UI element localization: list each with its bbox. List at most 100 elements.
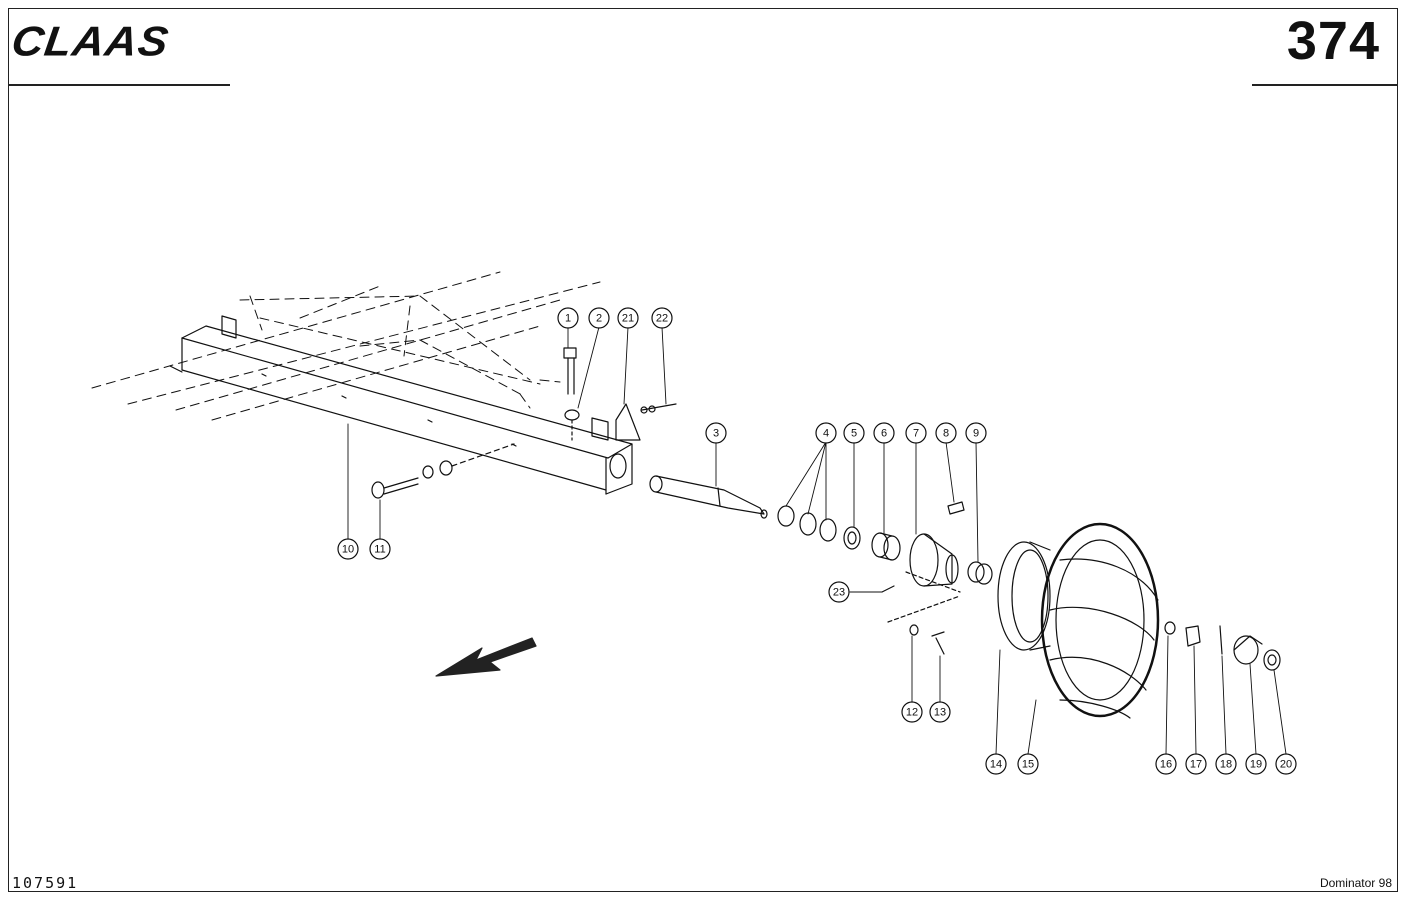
callout-19: 19 bbox=[1245, 753, 1267, 775]
callout-4: 4 bbox=[815, 422, 837, 444]
callout-label: 9 bbox=[973, 428, 979, 440]
callout-circle bbox=[929, 701, 951, 723]
callout-6: 6 bbox=[873, 422, 895, 444]
callout-label: 23 bbox=[833, 587, 845, 599]
grease-nipple-23 bbox=[881, 585, 895, 593]
callout-circle bbox=[337, 538, 359, 560]
split-pin-18 bbox=[1219, 625, 1223, 655]
callout-label: 10 bbox=[342, 544, 354, 556]
callout-8: 8 bbox=[935, 422, 957, 444]
callout-circle bbox=[557, 307, 579, 329]
callout-label: 2 bbox=[596, 313, 602, 325]
screw-22 bbox=[640, 403, 677, 414]
callout-9: 9 bbox=[965, 422, 987, 444]
callout-17: 17 bbox=[1185, 753, 1207, 775]
callout-circle bbox=[651, 307, 673, 329]
callout-21: 21 bbox=[617, 307, 639, 329]
nut-16 bbox=[1164, 621, 1176, 635]
callout-18: 18 bbox=[1215, 753, 1237, 775]
page-number: 374 bbox=[1286, 11, 1380, 71]
callout-label: 4 bbox=[823, 428, 829, 440]
model-name: Dominator 98 bbox=[1319, 876, 1392, 890]
leader-lines bbox=[347, 326, 1287, 755]
callout-circle bbox=[965, 422, 987, 444]
callout-label: 5 bbox=[851, 428, 857, 440]
callout-circle bbox=[705, 422, 727, 444]
callout-circle bbox=[985, 753, 1007, 775]
callout-label: 6 bbox=[881, 428, 887, 440]
wheel-hub-7 bbox=[905, 533, 961, 593]
key-8 bbox=[947, 501, 965, 515]
callout-7: 7 bbox=[905, 422, 927, 444]
callout-label: 18 bbox=[1220, 759, 1232, 771]
wheel-rim-14 bbox=[997, 541, 1051, 651]
callout-circle bbox=[369, 538, 391, 560]
callout-label: 14 bbox=[990, 759, 1002, 771]
callout-10: 10 bbox=[337, 538, 359, 560]
callout-22: 22 bbox=[651, 307, 673, 329]
callout-label: 8 bbox=[943, 428, 949, 440]
callout-circle bbox=[843, 422, 865, 444]
callout-16: 16 bbox=[1155, 753, 1177, 775]
callout-circle bbox=[617, 307, 639, 329]
callout-3: 3 bbox=[705, 422, 727, 444]
callout-1: 1 bbox=[557, 307, 579, 329]
hub-cap-19 bbox=[1233, 635, 1263, 665]
drawing-id: 107591 bbox=[12, 874, 79, 892]
callout-circle bbox=[588, 307, 610, 329]
callout-12: 12 bbox=[901, 701, 923, 723]
callout-circle bbox=[1155, 753, 1177, 775]
callout-label: 15 bbox=[1022, 759, 1034, 771]
bearing-6 bbox=[871, 532, 901, 561]
callout-20: 20 bbox=[1275, 753, 1297, 775]
callout-label: 20 bbox=[1280, 759, 1292, 771]
callout-label: 13 bbox=[934, 707, 946, 719]
callout-14: 14 bbox=[985, 753, 1007, 775]
axle-beam bbox=[169, 315, 633, 495]
callout-circle bbox=[901, 701, 923, 723]
callout-circle bbox=[873, 422, 895, 444]
callout-label: 3 bbox=[713, 428, 719, 440]
bearing-9 bbox=[967, 561, 993, 585]
callout-23: 23 bbox=[828, 581, 850, 603]
nut-2 bbox=[564, 409, 580, 441]
callout-circle bbox=[1275, 753, 1297, 775]
callout-circle bbox=[828, 581, 850, 603]
direction-arrow bbox=[435, 637, 537, 677]
callout-label: 19 bbox=[1250, 759, 1262, 771]
warning-triangle-21 bbox=[615, 403, 641, 441]
wheel-stud-12-13 bbox=[887, 595, 961, 655]
stub-axle-3 bbox=[649, 475, 768, 519]
logo-underline bbox=[8, 84, 230, 86]
callout-label: 12 bbox=[906, 707, 918, 719]
bolt-1 bbox=[563, 347, 577, 395]
callout-13: 13 bbox=[929, 701, 951, 723]
castle-nut-17 bbox=[1185, 625, 1201, 647]
callout-label: 21 bbox=[622, 313, 634, 325]
callout-label: 17 bbox=[1190, 759, 1202, 771]
callout-11: 11 bbox=[369, 538, 391, 560]
callout-circle bbox=[1245, 753, 1267, 775]
callout-circle bbox=[1185, 753, 1207, 775]
callout-circle bbox=[1017, 753, 1039, 775]
seal-5 bbox=[843, 526, 861, 550]
washers-4 bbox=[777, 505, 837, 542]
callout-label: 16 bbox=[1160, 759, 1172, 771]
callout-label: 7 bbox=[913, 428, 919, 440]
callout-circle bbox=[935, 422, 957, 444]
page-number-underline bbox=[1252, 84, 1398, 86]
callout-label: 1 bbox=[565, 313, 571, 325]
callout-circle bbox=[1215, 753, 1237, 775]
callout-2: 2 bbox=[588, 307, 610, 329]
callout-5: 5 bbox=[843, 422, 865, 444]
seal-20 bbox=[1263, 649, 1281, 671]
callout-label: 22 bbox=[656, 313, 668, 325]
tyre-15 bbox=[1040, 522, 1160, 719]
callout-circle bbox=[815, 422, 837, 444]
callout-15: 15 bbox=[1017, 753, 1039, 775]
callout-circle bbox=[905, 422, 927, 444]
bolt-11 bbox=[371, 443, 515, 499]
callout-label: 11 bbox=[374, 544, 385, 556]
